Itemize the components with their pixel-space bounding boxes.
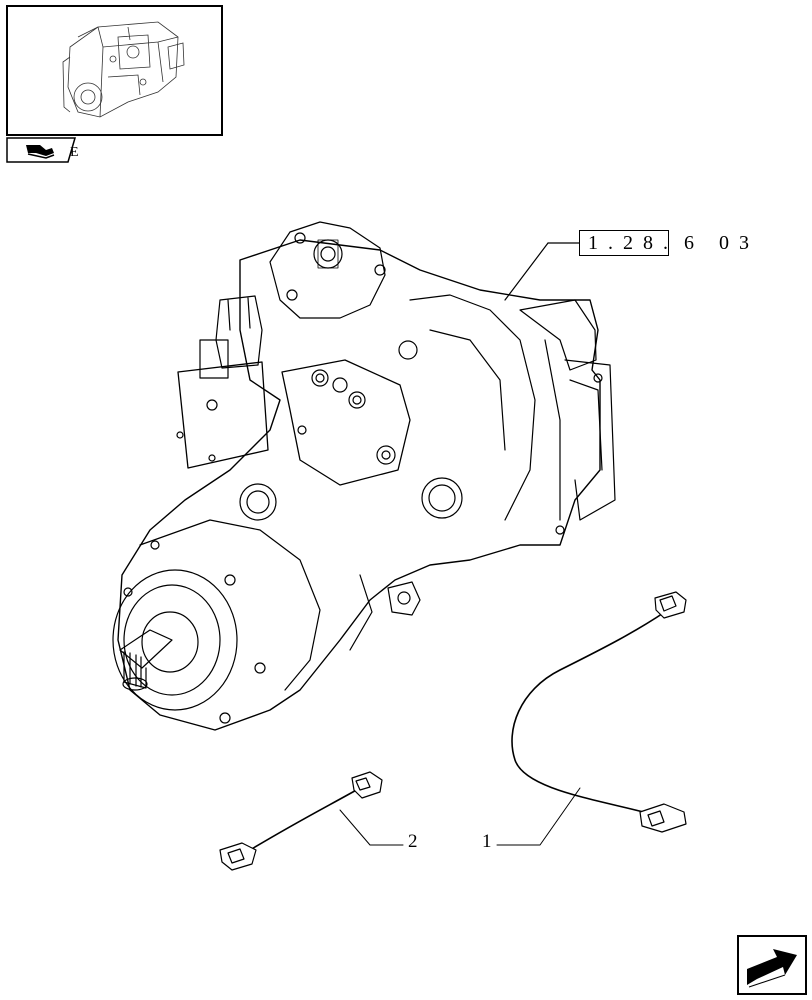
thumbnail-tab-letter: E — [70, 145, 79, 160]
callout-label-2: 2 — [408, 831, 418, 852]
next-page-arrow-icon[interactable] — [737, 935, 807, 995]
reference-code-suffix: 6 03 — [684, 232, 759, 254]
callout-label-1: 1 — [482, 831, 492, 852]
pump-section-icon — [6, 137, 76, 163]
reference-code-boxed[interactable]: 1.28. — [588, 232, 678, 254]
thumbnail-frame — [6, 5, 223, 136]
reference-leader-line-diagonal — [504, 242, 549, 301]
thumbnail-image — [62, 21, 185, 118]
